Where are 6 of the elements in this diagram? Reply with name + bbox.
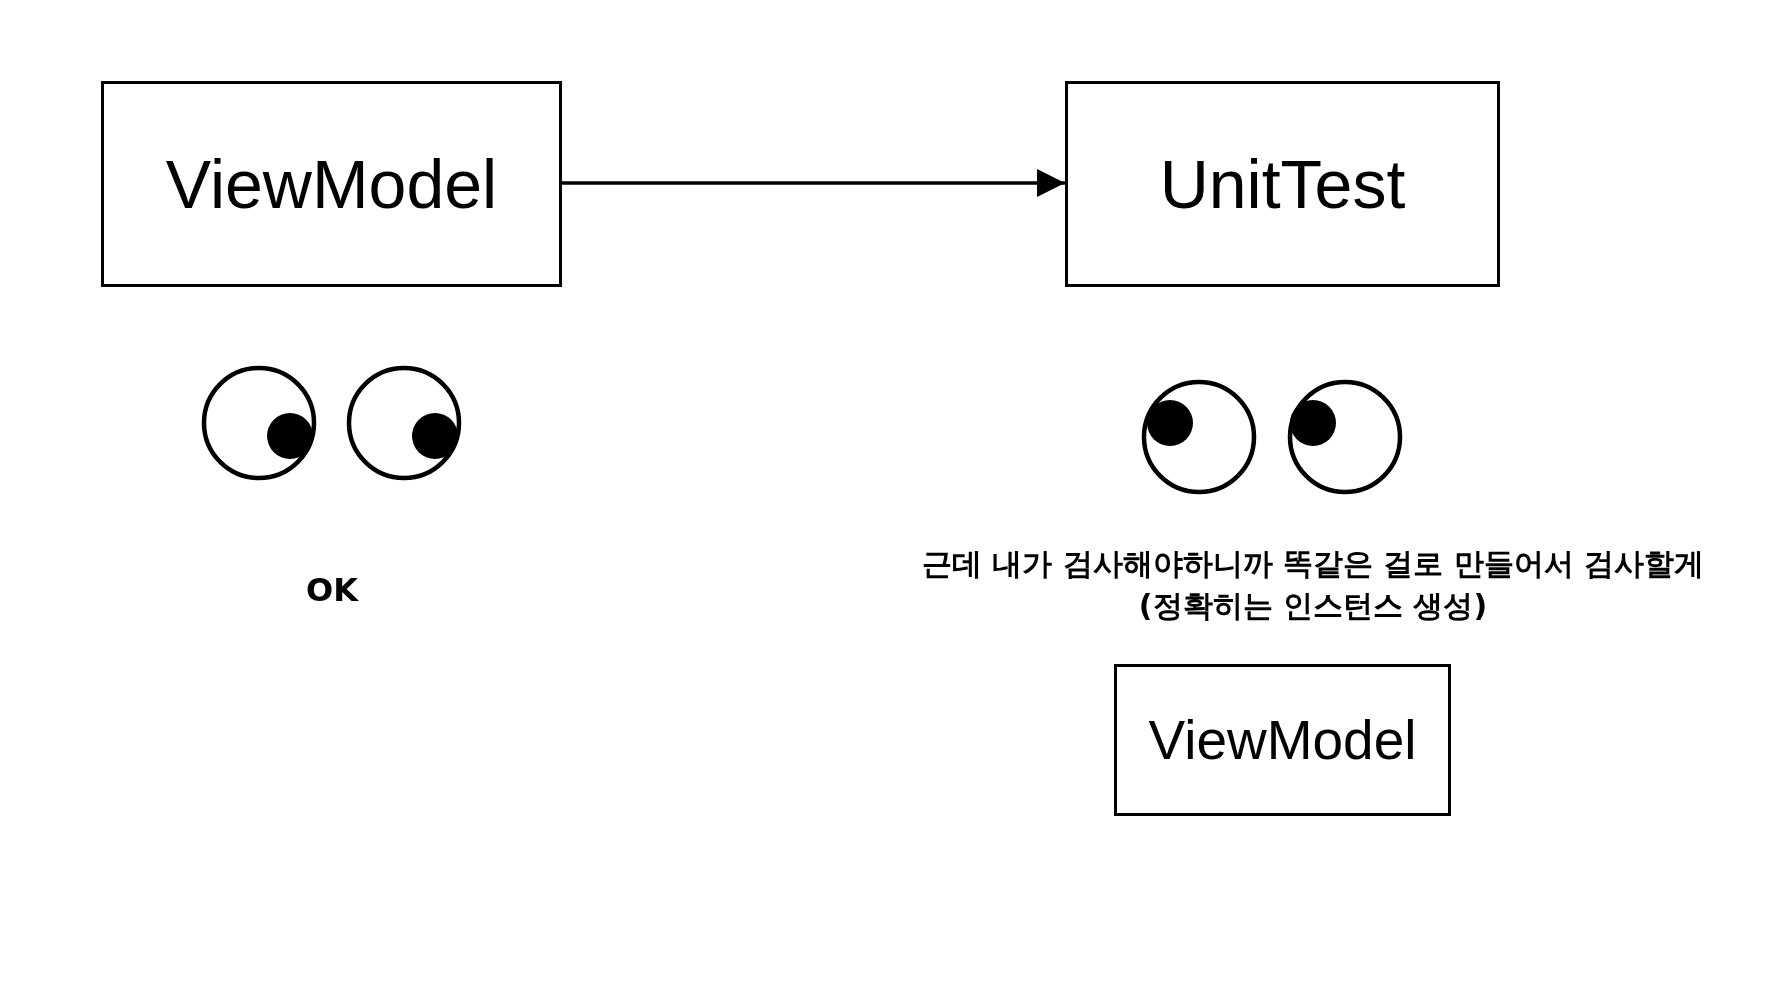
text-box: ViewModel <box>101 81 562 287</box>
arrow <box>562 169 1065 197</box>
note-text: 근데 내가 검사해야하니까 똑같은 걸로 만들어서 검사할게 (정확히는 인스턴스 생성) <box>920 545 1706 625</box>
text-box: UnitTest <box>1065 81 1500 287</box>
note-text: OK <box>305 570 360 611</box>
text-box: ViewModel <box>1114 664 1451 816</box>
